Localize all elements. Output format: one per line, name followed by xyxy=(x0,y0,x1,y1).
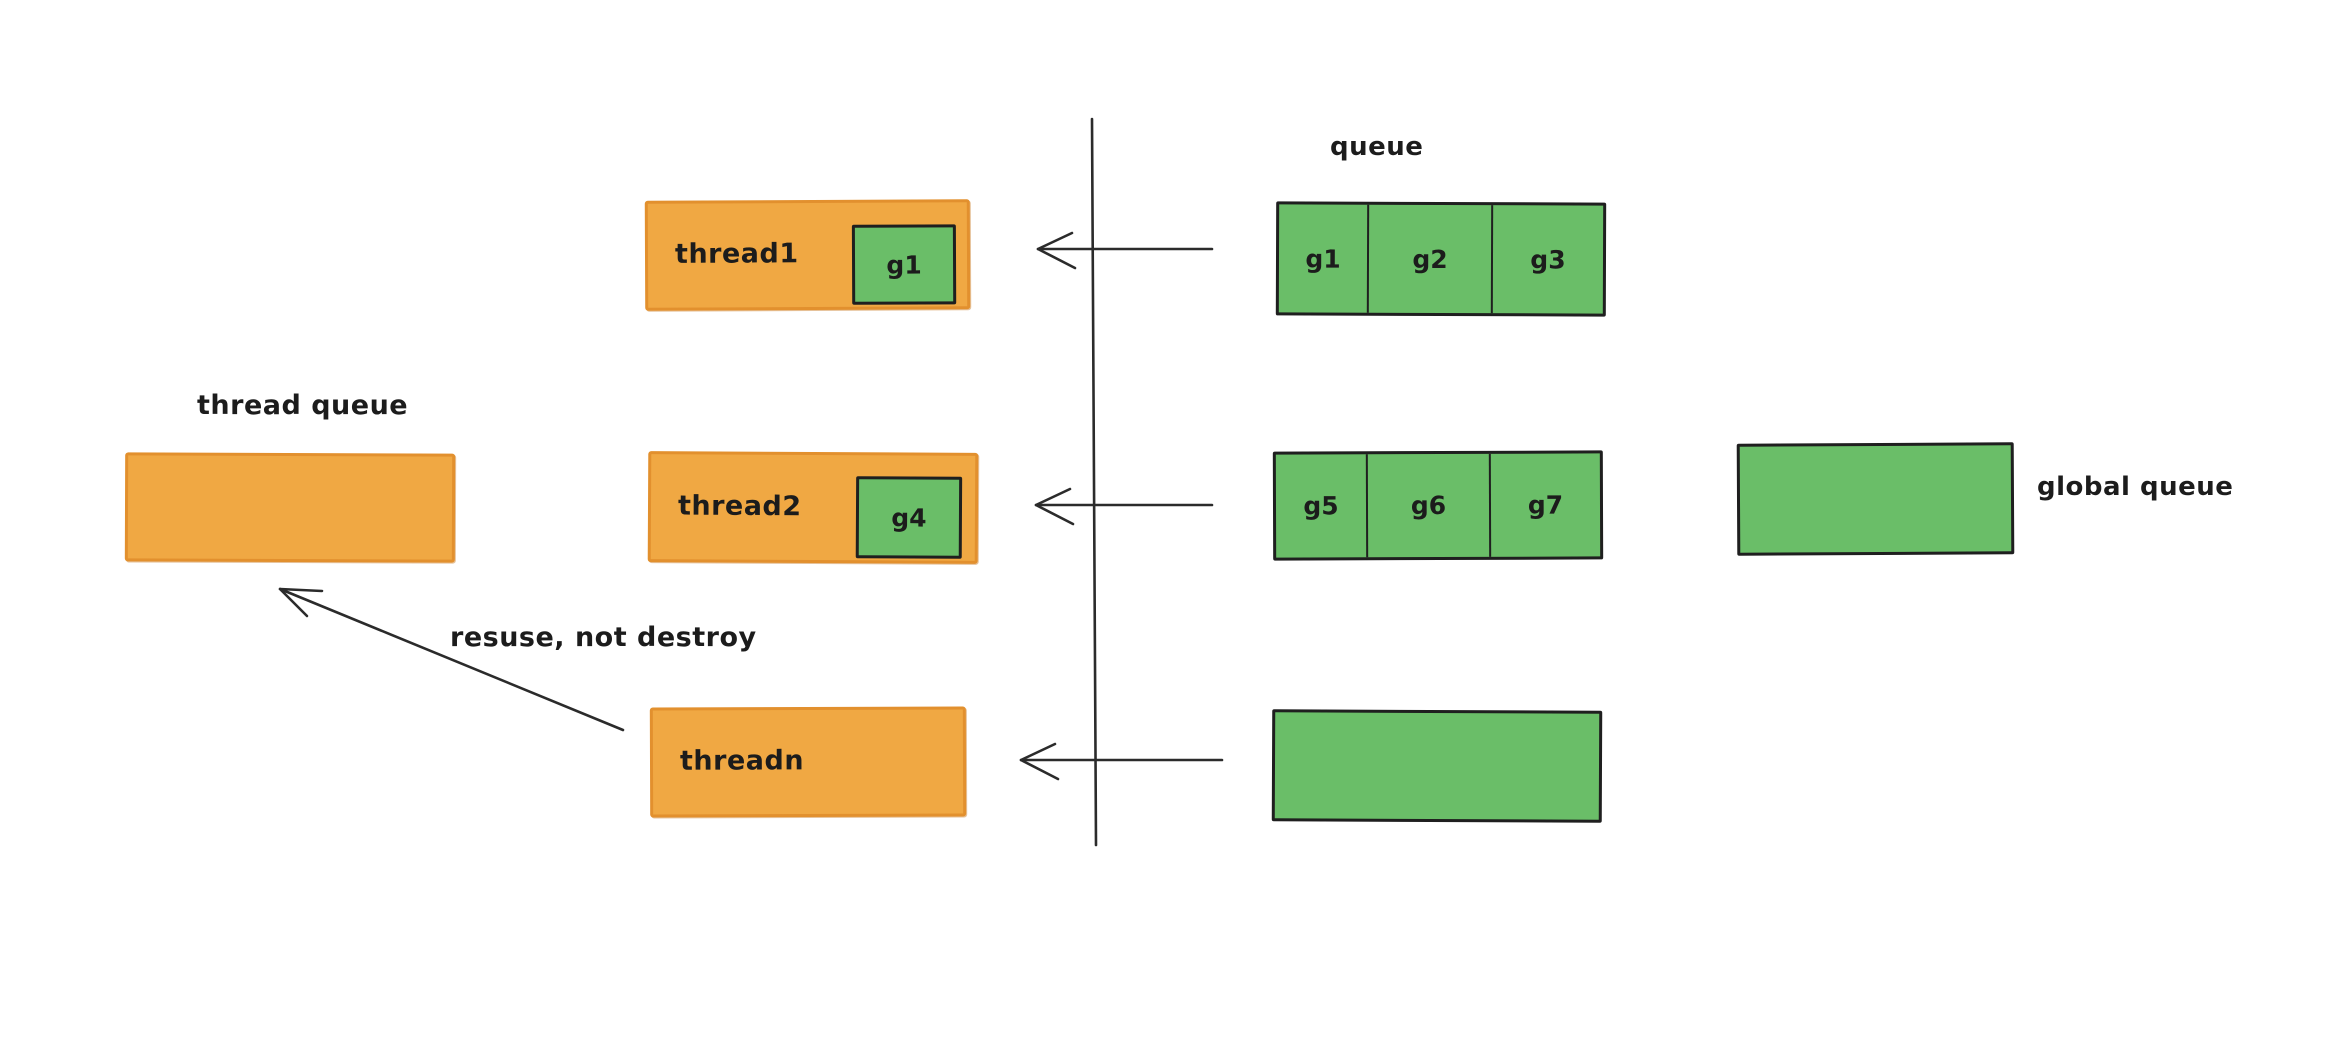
thread1-box: thread1 g1 xyxy=(644,199,971,311)
arrow-queue3-to-threadn xyxy=(1019,742,1224,781)
g1-label: g1 xyxy=(886,250,922,280)
run-queue2-cell-3: g7 xyxy=(1527,490,1564,520)
run-queue1-cell-1: g1 xyxy=(1278,204,1370,313)
thread1-label: thread1 xyxy=(674,238,799,270)
global-queue-label: global queue xyxy=(2037,472,2234,502)
run-queue2-box: g5 g6 g7 xyxy=(1272,450,1604,561)
arrow-queue1-to-thread1 xyxy=(1036,231,1214,270)
thread-queue-box xyxy=(124,452,456,563)
global-queue-box xyxy=(1736,442,2015,556)
thread2-box: thread2 g4 xyxy=(647,451,979,564)
threadn-box: threadn xyxy=(649,706,967,818)
run-queue2-cell-1: g5 xyxy=(1275,454,1369,558)
queue-label: queue xyxy=(1330,132,1424,162)
g4-box: g4 xyxy=(855,476,963,559)
run-queue1-cell-3: g3 xyxy=(1530,244,1566,274)
run-queue3-box xyxy=(1271,709,1603,823)
g4-label: g4 xyxy=(891,502,927,533)
run-queue1-cell-2: g2 xyxy=(1368,204,1494,314)
reuse-note: resuse, not destroy xyxy=(450,622,757,653)
run-queue2-cell-2: g6 xyxy=(1367,453,1492,558)
arrow-queue2-to-thread2 xyxy=(1034,487,1214,526)
thread2-label: thread2 xyxy=(677,490,802,522)
g1-box: g1 xyxy=(851,224,957,305)
reuse-arrow xyxy=(278,587,625,732)
thread-queue-label: thread queue xyxy=(197,390,409,421)
run-queue1-box: g1 g2 g3 xyxy=(1275,201,1607,317)
threadn-label: threadn xyxy=(679,745,805,777)
